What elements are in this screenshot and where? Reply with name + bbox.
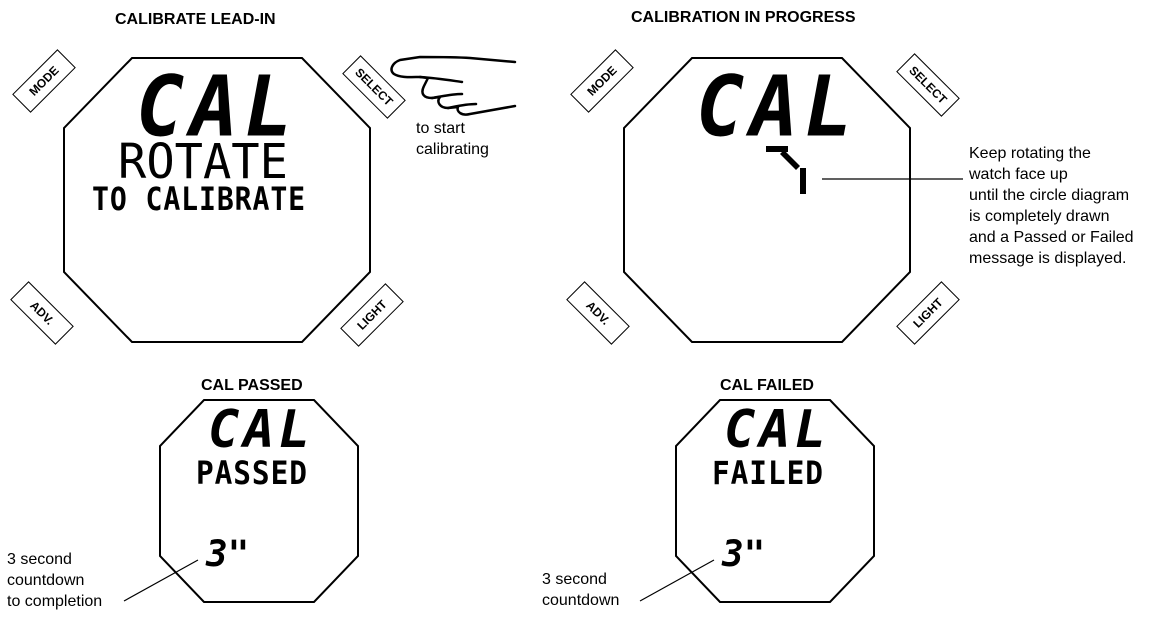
passed-note: 3 second countdown to completion xyxy=(7,549,102,612)
lead-in-screen-cal: CAL xyxy=(136,58,299,156)
passed-note-line: to completion xyxy=(7,593,103,610)
progress-title: CALIBRATION IN PROGRESS xyxy=(631,9,856,26)
start-hint-line2: calibrating xyxy=(416,141,489,158)
lead-in-title: CALIBRATE LEAD-IN xyxy=(115,11,276,28)
failed-leader-line xyxy=(639,559,715,602)
pointing-hand-icon xyxy=(390,55,517,116)
failed-note-line: countdown xyxy=(542,592,620,609)
failed-countdown: 3" xyxy=(722,534,766,575)
progress-note-line: watch face up xyxy=(969,166,1068,183)
failed-title: CAL FAILED xyxy=(720,377,814,394)
progress-note-line: and a Passed or Failed xyxy=(969,229,1134,246)
passed-countdown: 3" xyxy=(206,534,250,575)
failed-watch-outline xyxy=(675,399,875,603)
passed-note-line: 3 second xyxy=(7,551,72,568)
progress-note-line: until the circle diagram xyxy=(969,187,1130,204)
progress-note-line: Keep rotating the xyxy=(969,145,1091,162)
passed-screen-passed: PASSED xyxy=(196,454,308,492)
passed-leader-line xyxy=(123,559,199,602)
progress-segment-glyph xyxy=(766,146,806,194)
failed-screen-failed: FAILED xyxy=(712,454,824,492)
start-hint-line1: to start xyxy=(416,120,465,137)
progress-note-line: is completely drawn xyxy=(969,208,1110,225)
progress-watch-outline xyxy=(623,57,911,343)
progress-screen-cal: CAL xyxy=(696,58,859,156)
lead-in-watch-outline xyxy=(63,57,371,343)
failed-note: 3 second countdown xyxy=(542,569,619,611)
passed-screen-cal: CAL xyxy=(208,400,314,460)
start-hint: to start calibrating xyxy=(416,118,489,160)
lead-in-screen-to-calibrate: TO CALIBRATE xyxy=(92,180,307,218)
passed-title: CAL PASSED xyxy=(201,377,303,394)
progress-note-line: message is displayed. xyxy=(969,250,1127,267)
progress-note: Keep rotating the watch face up until th… xyxy=(969,143,1134,269)
lead-in-screen-rotate: ROTATE xyxy=(118,134,288,190)
failed-note-line: 3 second xyxy=(542,571,607,588)
passed-note-line: countdown xyxy=(7,572,85,589)
failed-screen-cal: CAL xyxy=(724,400,830,460)
passed-watch-outline xyxy=(159,399,359,603)
